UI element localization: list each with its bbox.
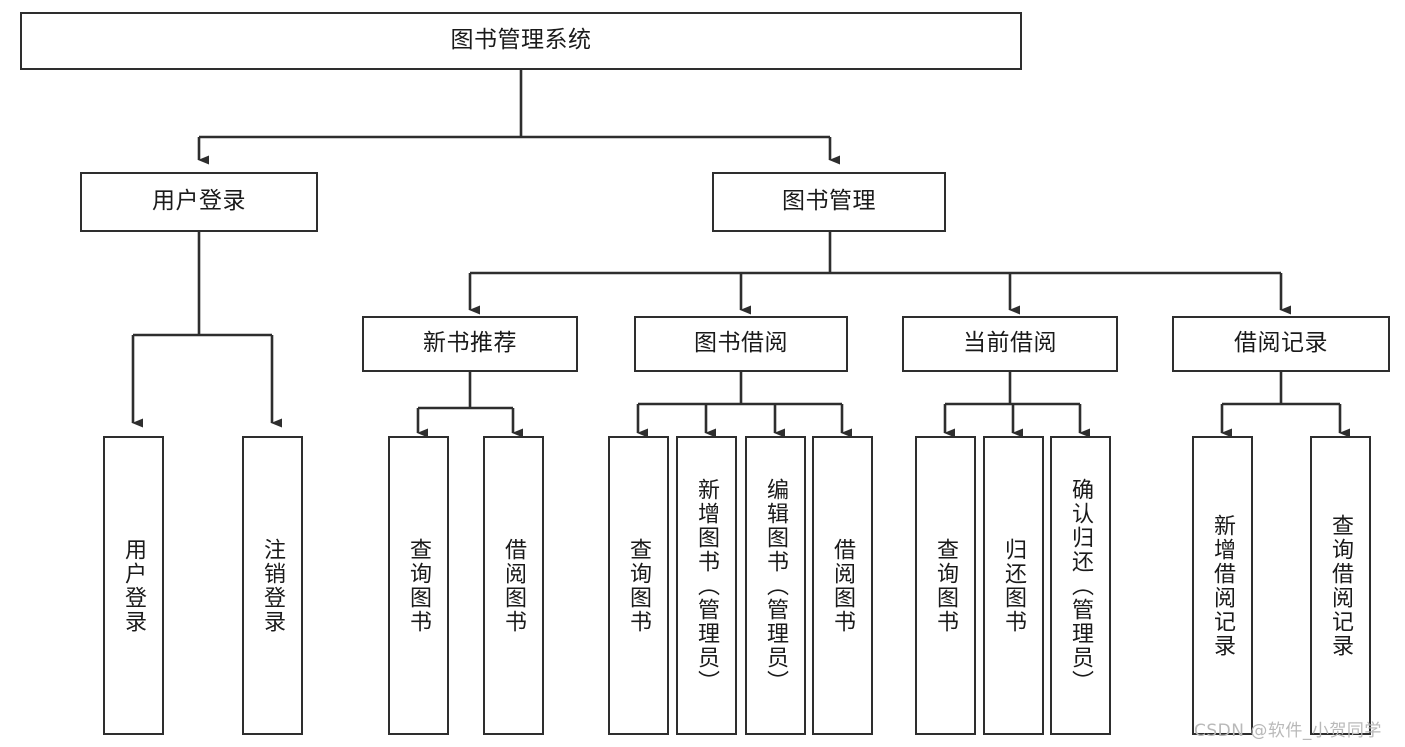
node-label: 新增借阅记录 xyxy=(1210,513,1236,658)
leaf-book-borrow-borrow-book[interactable]: 借阅图书 xyxy=(812,436,873,735)
leaf-new-book-query-book[interactable]: 查询图书 xyxy=(388,436,449,735)
node-borrow-record[interactable]: 借阅记录 xyxy=(1172,316,1390,372)
node-label: 编辑图书（管理员） xyxy=(763,477,789,694)
node-label: 新书推荐 xyxy=(423,330,517,357)
leaf-user-login-logout[interactable]: 注销登录 xyxy=(242,436,303,735)
node-label: 查询图书 xyxy=(406,537,432,634)
node-label: 借阅图书 xyxy=(501,537,527,634)
node-label: 借阅记录 xyxy=(1234,330,1328,357)
node-current-borrow[interactable]: 当前借阅 xyxy=(902,316,1118,372)
leaf-current-borrow-return-book[interactable]: 归还图书 xyxy=(983,436,1044,735)
leaf-current-borrow-confirm-return-admin[interactable]: 确认归还（管理员） xyxy=(1050,436,1111,735)
node-label: 借阅图书 xyxy=(830,537,856,634)
csdn-watermark: CSDN @软件_小贺同学 xyxy=(1194,721,1382,741)
leaf-book-borrow-query-book[interactable]: 查询图书 xyxy=(608,436,669,735)
leaf-borrow-record-add-record[interactable]: 新增借阅记录 xyxy=(1192,436,1253,735)
leaf-current-borrow-query-book[interactable]: 查询图书 xyxy=(915,436,976,735)
node-label: 归还图书 xyxy=(1001,537,1027,634)
node-book-management[interactable]: 图书管理 xyxy=(712,172,946,232)
node-label: 图书管理 xyxy=(782,188,876,215)
node-label: 查询图书 xyxy=(626,537,652,634)
leaf-book-borrow-add-book-admin[interactable]: 新增图书（管理员） xyxy=(676,436,737,735)
node-label: 查询图书 xyxy=(933,537,959,634)
node-label: 新增图书（管理员） xyxy=(694,477,720,694)
node-label: 当前借阅 xyxy=(963,330,1057,357)
node-label: 查询借阅记录 xyxy=(1328,513,1354,658)
node-label: 注销登录 xyxy=(260,537,286,634)
node-new-book-recommend[interactable]: 新书推荐 xyxy=(362,316,578,372)
node-label: 图书借阅 xyxy=(694,330,788,357)
leaf-borrow-record-query-record[interactable]: 查询借阅记录 xyxy=(1310,436,1371,735)
leaf-user-login-login[interactable]: 用户登录 xyxy=(103,436,164,735)
node-label: 图书管理系统 xyxy=(450,27,592,54)
leaf-new-book-borrow-book[interactable]: 借阅图书 xyxy=(483,436,544,735)
node-user-login[interactable]: 用户登录 xyxy=(80,172,318,232)
node-label: 用户登录 xyxy=(152,188,246,215)
node-label: 确认归还（管理员） xyxy=(1068,477,1094,694)
node-root-book-management-system[interactable]: 图书管理系统 xyxy=(20,12,1022,70)
node-label: 用户登录 xyxy=(121,537,147,634)
leaf-book-borrow-edit-book-admin[interactable]: 编辑图书（管理员） xyxy=(745,436,806,735)
node-book-borrow[interactable]: 图书借阅 xyxy=(634,316,848,372)
